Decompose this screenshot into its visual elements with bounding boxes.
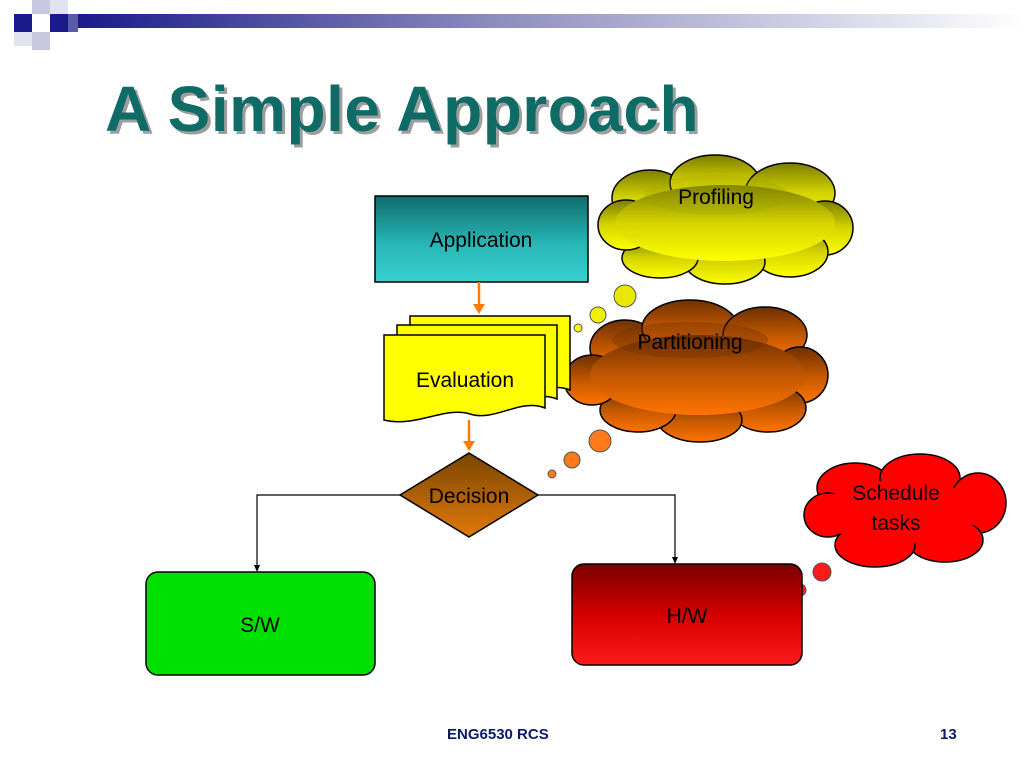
evaluation-node: Evaluation	[383, 315, 571, 423]
footer-course: ENG6530 RCS	[447, 726, 549, 743]
partitioning-label: Partitioning	[637, 331, 742, 354]
decision-label: Decision	[429, 485, 510, 508]
partitioning-cloud: Partitioning	[547, 299, 829, 479]
thought-bubble	[563, 451, 581, 469]
decor-square	[32, 32, 50, 50]
thought-bubble	[613, 284, 637, 308]
decor-square	[32, 0, 50, 14]
profiling-cloud: Profiling	[573, 154, 854, 333]
corner-decoration	[14, 0, 1024, 50]
connector-decision-sw	[254, 494, 400, 572]
application-label: Application	[430, 229, 533, 252]
decor-square	[14, 14, 32, 32]
application-node: Application	[374, 195, 589, 283]
profiling-label: Profiling	[678, 186, 754, 209]
thought-bubble	[573, 323, 583, 333]
hardware-label: H/W	[667, 605, 708, 628]
slide-title: A Simple Approach	[105, 73, 700, 145]
thought-bubble	[547, 469, 557, 479]
software-label: S/W	[240, 614, 280, 637]
software-node: S/W	[145, 571, 376, 676]
decor-square	[50, 14, 68, 32]
hardware-node: H/W	[571, 563, 803, 666]
arrow-evaluation-decision	[463, 420, 475, 451]
thought-bubble	[588, 429, 612, 453]
arrow-application-evaluation	[473, 282, 485, 314]
schedule-label-line1: Schedule	[852, 482, 940, 505]
thought-bubble	[589, 306, 607, 324]
footer-page-number: 13	[940, 726, 957, 743]
decision-node: Decision	[398, 452, 540, 538]
decor-square	[68, 14, 78, 32]
evaluation-label: Evaluation	[416, 369, 514, 392]
connector-decision-hw	[538, 494, 678, 564]
schedule-label-line2: tasks	[871, 512, 920, 535]
header-gradient-bar	[78, 14, 1024, 28]
schedule-tasks-cloud: Schedule tasks	[778, 453, 1007, 607]
decor-square	[14, 32, 32, 46]
thought-bubble	[812, 562, 832, 582]
decor-square	[50, 0, 68, 14]
